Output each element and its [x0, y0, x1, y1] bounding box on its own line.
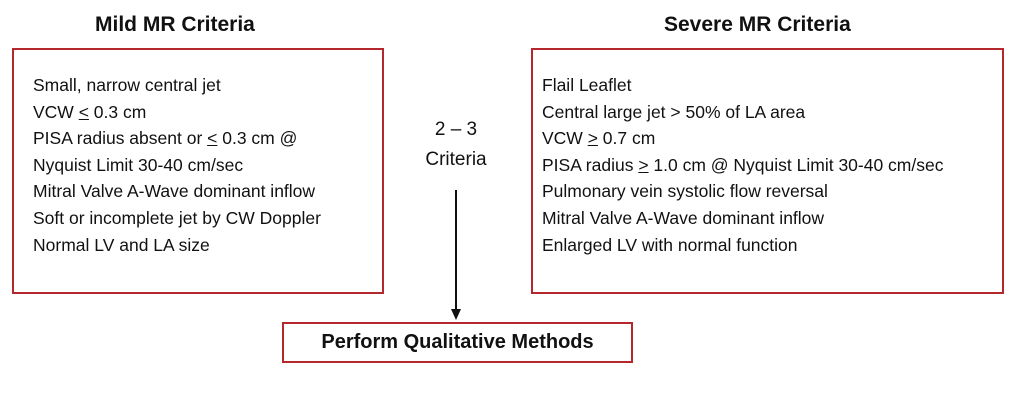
- severe-criteria-list: Flail Leaflet Central large jet > 50% of…: [542, 72, 943, 258]
- severe-criterion: Flail Leaflet: [542, 75, 632, 95]
- mild-criteria-list: Small, narrow central jet VCW < 0.3 cm P…: [33, 72, 321, 258]
- severe-criterion: Mitral Valve A-Wave dominant inflow: [542, 207, 825, 228]
- mild-criterion: Soft or incomplete jet by CW Doppler: [33, 207, 321, 228]
- mild-criteria-box: Small, narrow central jet VCW < 0.3 cm P…: [12, 48, 384, 294]
- severe-criterion: Pulmonary vein systolic flow reversal: [542, 181, 828, 202]
- criteria-count: 2 – 3: [434, 119, 478, 140]
- severe-criteria-title: Severe MR Criteria: [664, 13, 851, 36]
- criteria-word: Criteria: [425, 149, 487, 170]
- mild-criterion: Nyquist Limit 30-40 cm/sec: [33, 154, 244, 175]
- severe-criterion: PISA radius > 1.0 cm @ Nyquist Limit 30-…: [542, 154, 944, 175]
- severe-criteria-box: Flail Leaflet Central large jet > 50% of…: [531, 48, 1004, 294]
- severe-criterion: VCW > 0.7 cm: [542, 128, 656, 149]
- severe-criterion: Enlarged LV with normal function: [542, 234, 798, 255]
- mild-criterion: Normal LV and LA size: [33, 234, 210, 255]
- perform-qualitative-methods-box: Perform Qualitative Methods: [282, 322, 633, 363]
- mild-criterion: Small, narrow central jet: [33, 75, 221, 95]
- mild-criterion: VCW < 0.3 cm: [33, 101, 147, 122]
- mild-criterion: Mitral Valve A-Wave dominant inflow: [33, 181, 316, 202]
- mild-criterion: PISA radius absent or < 0.3 cm @: [33, 128, 298, 149]
- down-arrow-icon: [451, 190, 461, 320]
- perform-qualitative-methods-label: Perform Qualitative Methods: [321, 331, 594, 353]
- criteria-count-label: 2 – 3 Criteria: [401, 115, 511, 175]
- severe-criterion: Central large jet > 50% of LA area: [542, 101, 806, 122]
- mild-criteria-title: Mild MR Criteria: [95, 13, 255, 36]
